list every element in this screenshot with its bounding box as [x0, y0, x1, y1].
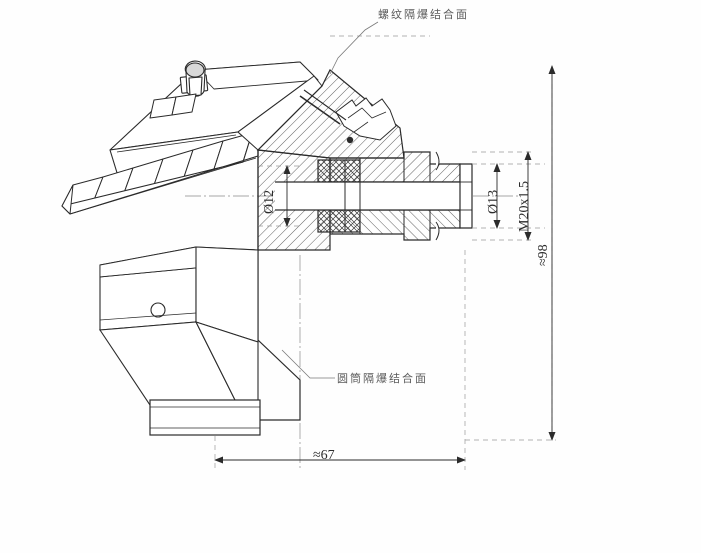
cable-entry-port	[150, 302, 166, 318]
dimension-lines	[214, 65, 556, 464]
thread-bushing-lower	[317, 209, 361, 233]
leader-lines	[281, 21, 379, 379]
cap-screw	[179, 60, 209, 97]
dim-label-d13: Ø13	[486, 189, 501, 214]
terminal-block-detail	[299, 89, 397, 144]
ribbed-cap-assembly	[61, 60, 323, 215]
leader-cylindrical-joint	[281, 349, 335, 379]
nipple-end-face	[459, 163, 473, 229]
annotation-threaded-joint: 螺纹隔爆结合面	[378, 9, 469, 21]
annotation-cylindrical-joint: 圆筒隔爆结合面	[337, 373, 428, 385]
thread-bushing-upper	[317, 159, 361, 183]
dim-label-67: ≈67	[313, 448, 335, 463]
terminal-contact	[346, 136, 354, 144]
cap-ridge-blocks	[149, 93, 197, 119]
leader-threaded-joint	[329, 21, 379, 75]
dim-label-98: ≈98	[536, 244, 551, 266]
extension-lines	[214, 35, 556, 470]
lower-housing	[99, 246, 261, 436]
dim-label-d12: Ø12	[262, 189, 277, 214]
bottom-collar	[149, 399, 261, 436]
dim-label-m20: M20x1.5	[517, 181, 532, 232]
